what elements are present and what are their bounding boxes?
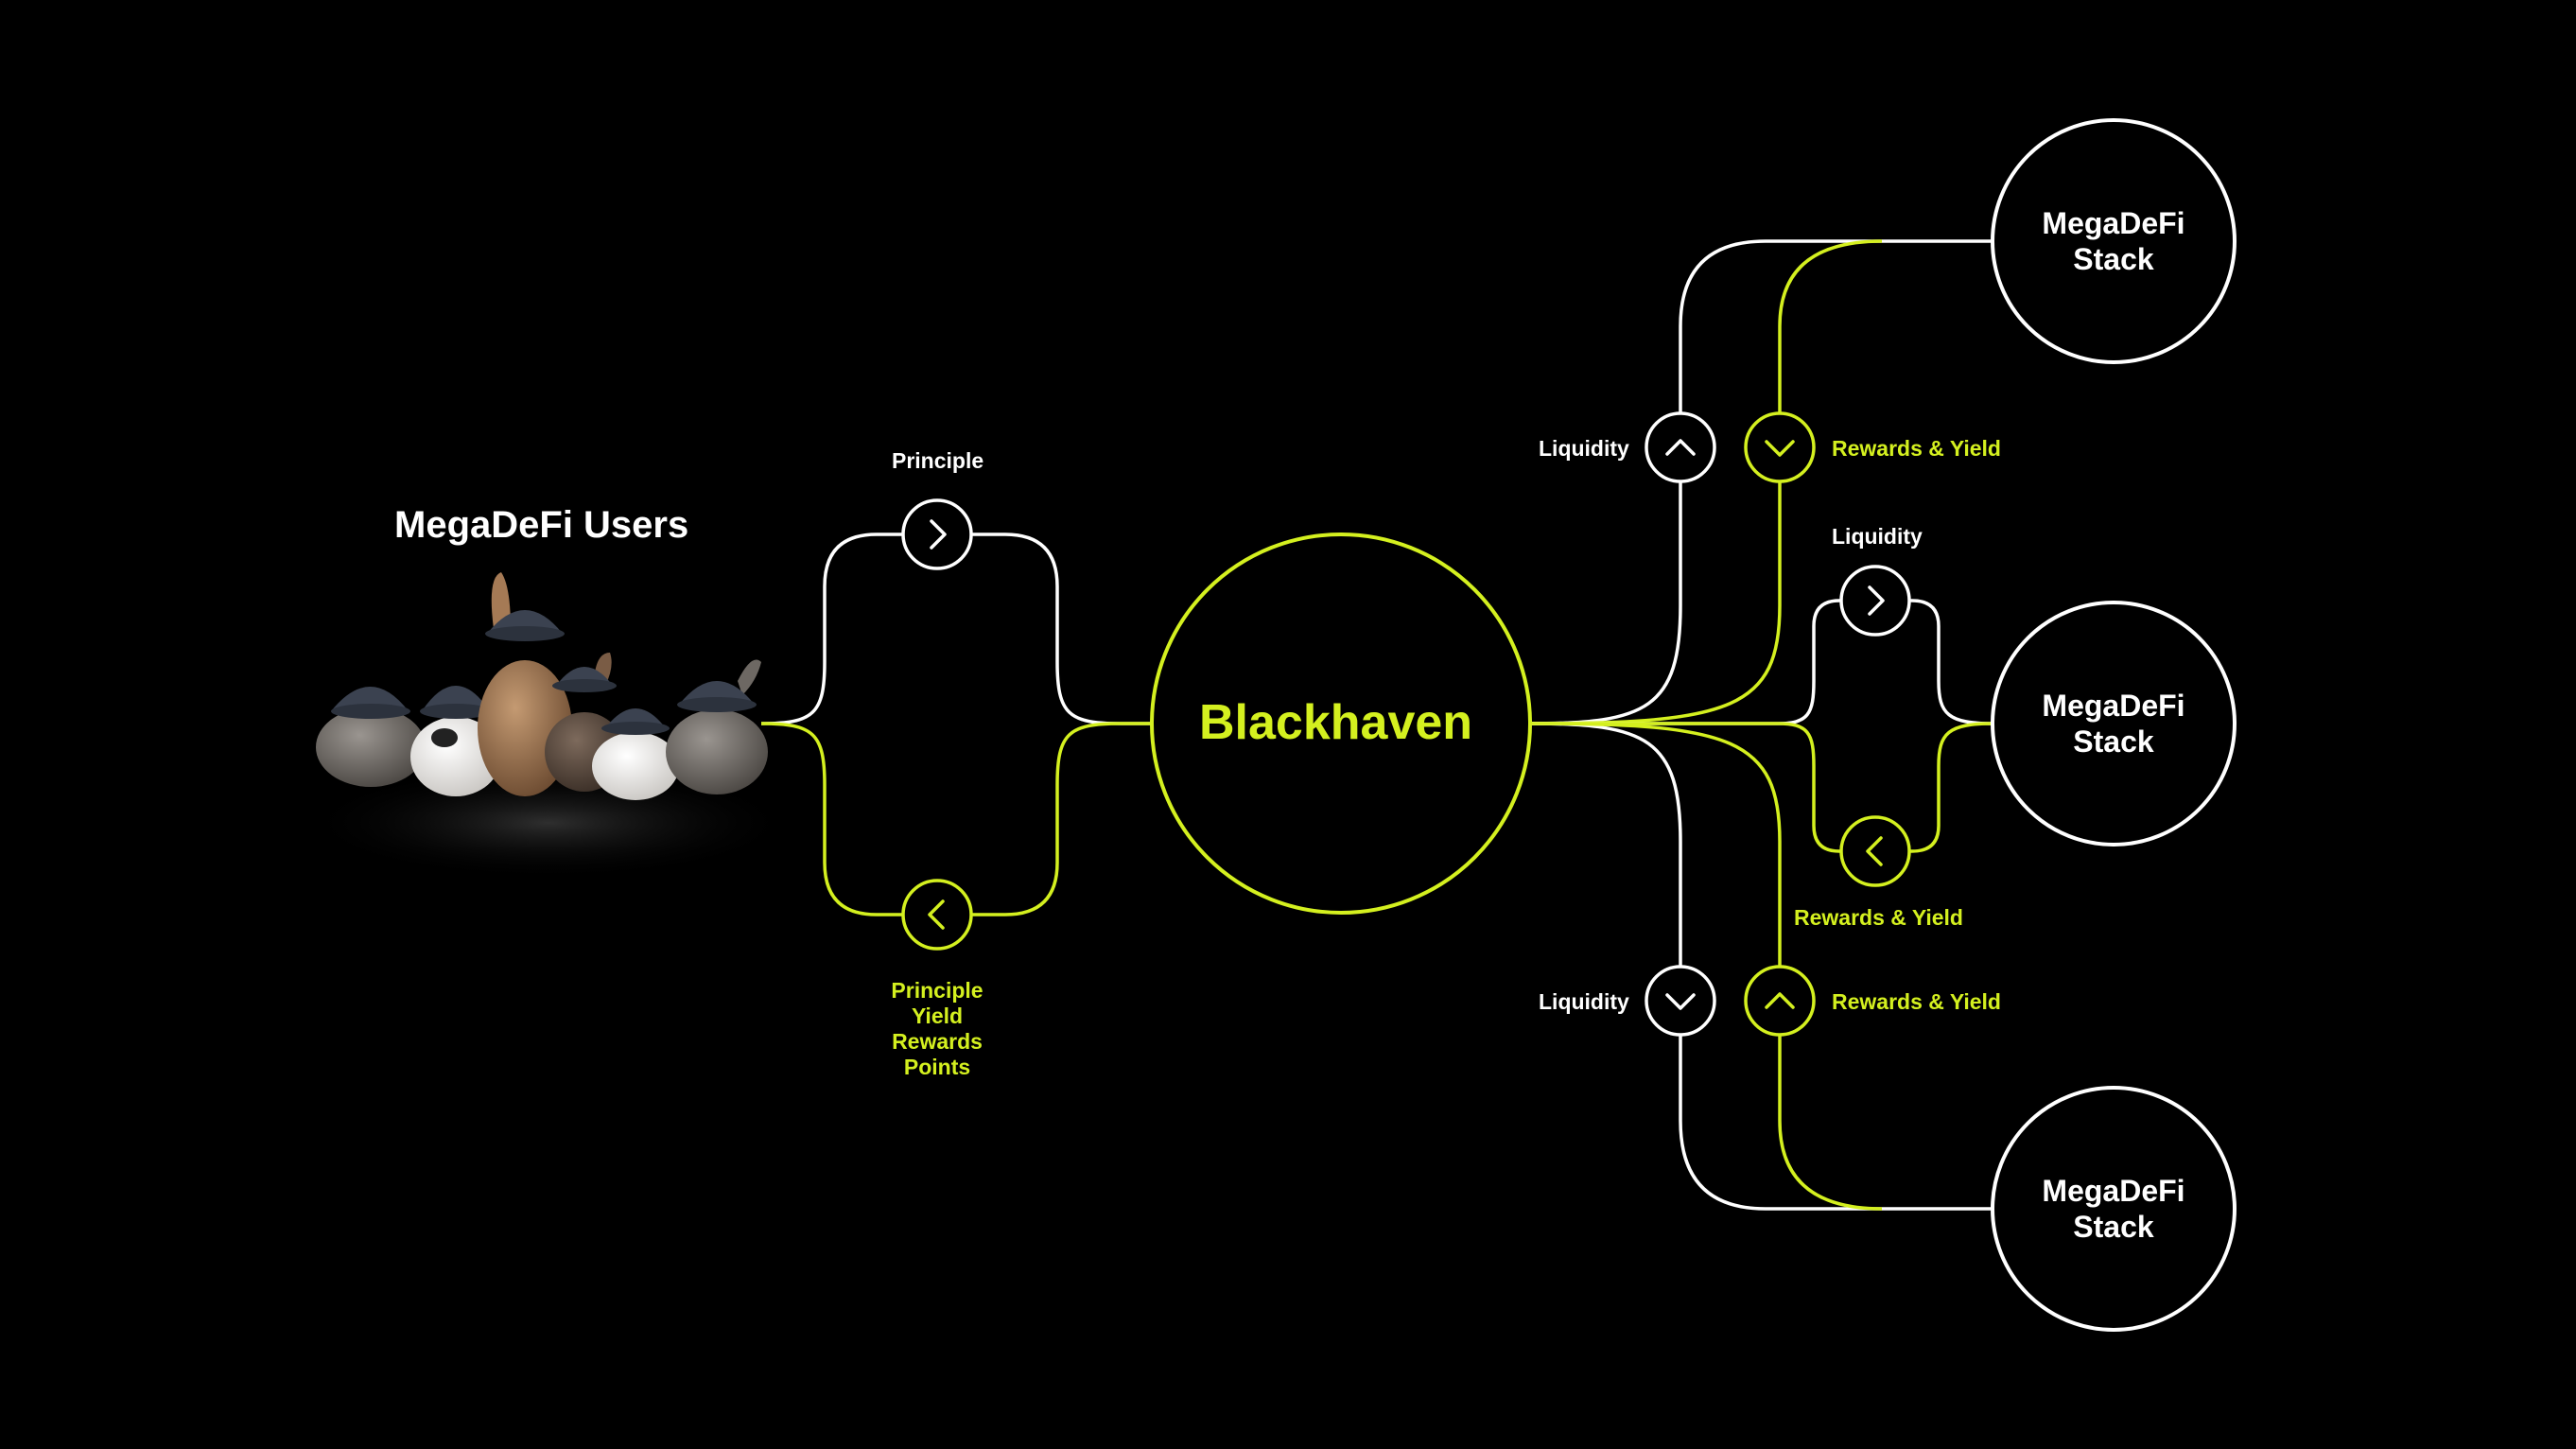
top-rewards-label: Rewards & Yield	[1832, 436, 2001, 461]
mid-liquidity-label: Liquidity	[1832, 524, 1923, 549]
chevron-up-icon[interactable]	[1645, 411, 1716, 483]
left-flow-lines	[760, 532, 1154, 917]
left-bottom-label-yield: Yield	[911, 1004, 964, 1028]
rabbits-wearing-caps	[303, 572, 794, 880]
left-bottom-label-principle: Principle	[891, 978, 983, 1003]
mid-rewards-label: Rewards & Yield	[1794, 905, 1963, 930]
stack-bottom-line2: Stack	[2073, 1210, 2154, 1244]
megadefi-stack-top[interactable]	[1991, 118, 2237, 364]
stack-top-label: MegaDeFi Stack	[2000, 205, 2227, 277]
users-title: MegaDeFi Users	[394, 504, 689, 546]
right-flow-lines	[1529, 239, 1994, 1211]
chevron-up-icon[interactable]	[1744, 965, 1816, 1037]
megadefi-stack-middle[interactable]	[1991, 601, 2237, 847]
chevron-left-icon[interactable]	[1839, 815, 1911, 887]
top-liquidity-label: Liquidity	[1539, 436, 1629, 461]
stack-top-line2: Stack	[2073, 242, 2154, 276]
chevron-right-icon[interactable]	[901, 498, 973, 570]
megadefi-stack-bottom[interactable]	[1991, 1086, 2237, 1332]
blackhaven-hub[interactable]	[1150, 532, 1532, 915]
stack-bottom-label: MegaDeFi Stack	[2000, 1173, 2227, 1245]
stack-middle-label: MegaDeFi Stack	[2000, 688, 2227, 759]
hub-label: Blackhaven	[1199, 695, 1473, 750]
left-bottom-label-rewards: Rewards	[892, 1029, 983, 1054]
chevron-right-icon[interactable]	[1839, 565, 1911, 637]
left-top-label: Principle	[892, 448, 984, 473]
bottom-rewards-label: Rewards & Yield	[1832, 989, 2001, 1014]
left-bottom-labels: Principle Yield Rewards Points	[880, 978, 994, 1080]
stack-middle-line2: Stack	[2073, 724, 2154, 759]
chevron-down-icon[interactable]	[1645, 965, 1716, 1037]
stack-top-line1: MegaDeFi	[2042, 206, 2185, 240]
chevron-down-icon[interactable]	[1744, 411, 1816, 483]
stack-middle-line1: MegaDeFi	[2042, 689, 2185, 723]
stack-bottom-line1: MegaDeFi	[2042, 1174, 2185, 1208]
left-bottom-label-points: Points	[903, 1055, 971, 1079]
chevron-left-icon[interactable]	[901, 879, 973, 951]
bottom-liquidity-label: Liquidity	[1539, 989, 1629, 1014]
